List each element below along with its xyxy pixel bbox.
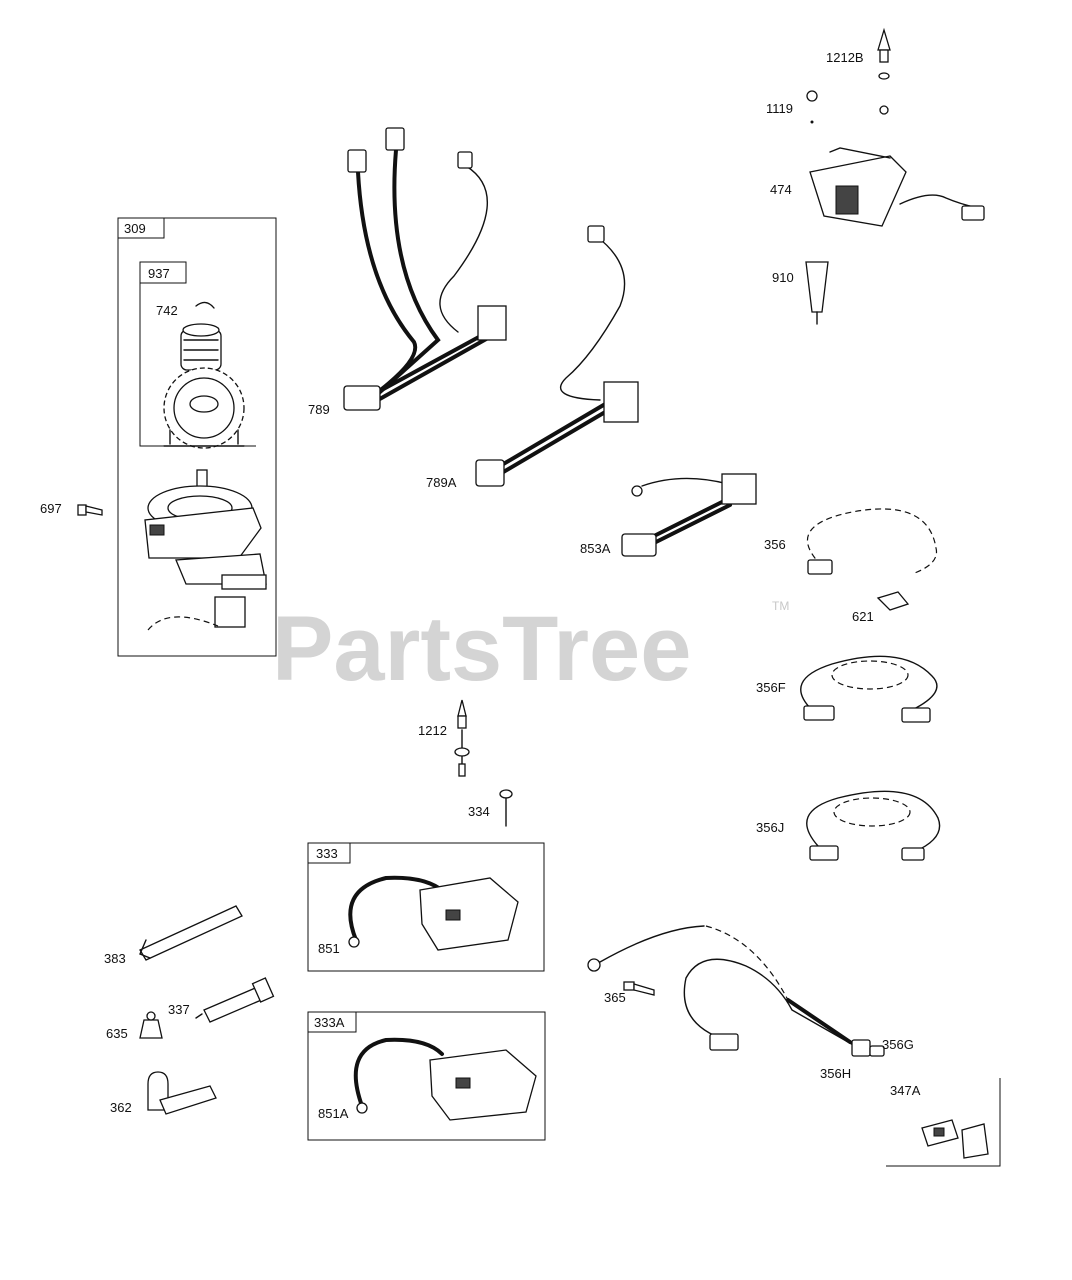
group-309[interactable]: 309 937 bbox=[117, 217, 277, 657]
part-1212b-bolt[interactable] bbox=[877, 27, 891, 80]
part-347a-bracket[interactable] bbox=[886, 1078, 1001, 1167]
watermark-brand: PartsTree bbox=[272, 598, 691, 700]
part-635-clip[interactable] bbox=[139, 1011, 163, 1039]
label-337: 337 bbox=[168, 1002, 190, 1017]
part-gear[interactable] bbox=[163, 367, 245, 449]
part-853a-harness[interactable] bbox=[621, 473, 757, 557]
label-1212: 1212 bbox=[418, 723, 447, 738]
part-housing-assembly[interactable] bbox=[144, 469, 267, 631]
part-365-bolt[interactable] bbox=[623, 981, 655, 996]
label-789a: 789A bbox=[426, 475, 457, 490]
label-910: 910 bbox=[772, 270, 794, 285]
label-1119: 1119 bbox=[766, 101, 793, 116]
group-333[interactable]: 333 bbox=[307, 842, 545, 972]
group-333-label: 333 bbox=[316, 846, 338, 861]
part-383-tool[interactable] bbox=[139, 905, 243, 961]
part-789-harness[interactable] bbox=[343, 127, 507, 411]
watermark-trademark: TM bbox=[772, 599, 789, 613]
group-309-label: 309 bbox=[124, 221, 146, 236]
part-621-clip[interactable] bbox=[876, 591, 910, 611]
label-851a: 851A bbox=[318, 1106, 349, 1121]
group-333a-label: 333A bbox=[314, 1015, 345, 1030]
label-851: 851 bbox=[318, 941, 340, 956]
label-474: 474 bbox=[770, 182, 792, 197]
label-853a: 853A bbox=[580, 541, 611, 556]
label-383: 383 bbox=[104, 951, 126, 966]
part-356j-wire[interactable] bbox=[806, 790, 941, 861]
part-742-spring[interactable] bbox=[180, 301, 222, 371]
label-356h: 356H bbox=[820, 1066, 851, 1081]
part-362-boot[interactable] bbox=[147, 1071, 217, 1115]
label-789: 789 bbox=[308, 402, 330, 417]
label-334: 334 bbox=[468, 804, 490, 819]
part-356g-356h-wires[interactable] bbox=[587, 925, 885, 1057]
part-474-module[interactable] bbox=[809, 147, 985, 227]
label-362: 362 bbox=[110, 1100, 132, 1115]
label-697: 697 bbox=[40, 501, 62, 516]
part-356f-wire[interactable] bbox=[800, 655, 938, 723]
label-347a: 347A bbox=[890, 1083, 921, 1098]
part-334-screw[interactable] bbox=[499, 789, 513, 827]
label-621: 621 bbox=[852, 609, 874, 624]
group-937-label: 937 bbox=[148, 266, 170, 281]
part-356-wire[interactable] bbox=[806, 508, 938, 575]
label-365: 365 bbox=[604, 990, 626, 1005]
label-356g: 356G bbox=[882, 1037, 914, 1052]
label-356f: 356F bbox=[756, 680, 786, 695]
label-356: 356 bbox=[764, 537, 786, 552]
label-356j: 356J bbox=[756, 820, 784, 835]
part-789a-harness[interactable] bbox=[475, 225, 639, 487]
part-337-spark-plug[interactable] bbox=[195, 977, 275, 1023]
part-1119-nut[interactable] bbox=[806, 90, 889, 124]
label-1212b: 1212B bbox=[826, 50, 864, 65]
label-742: 742 bbox=[156, 303, 178, 318]
part-697-bolt[interactable] bbox=[77, 504, 103, 516]
part-910-connector[interactable] bbox=[805, 261, 829, 325]
label-635: 635 bbox=[106, 1026, 128, 1041]
part-1212-stud[interactable] bbox=[454, 699, 470, 777]
group-333a[interactable]: 333A bbox=[307, 1011, 546, 1141]
